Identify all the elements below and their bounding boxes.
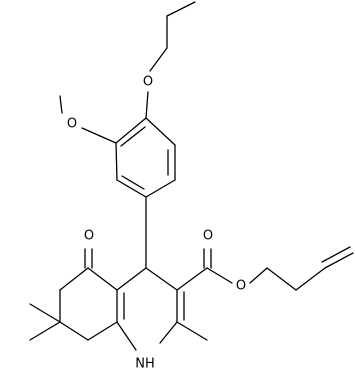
bond-c7-c8 (59, 321, 89, 341)
atom-label-carbonyl-oxygen: O (203, 229, 213, 244)
bond-propoxy-o-ring (145, 91, 149, 119)
bond-benzene-6 (115, 117, 147, 144)
bond-benzene-inner-3 (121, 175, 145, 190)
bond-benzene-4 (116, 179, 147, 198)
bond-layer (29, 1, 354, 351)
bond-n1-c8a (116, 321, 137, 351)
atom-label-layer: O O O O O NH (65, 74, 248, 372)
atom-label-ketone-oxygen: O (84, 229, 94, 244)
bond-allyl-vinyl-1 (324, 252, 354, 269)
bond-ester-c-o (206, 267, 233, 284)
bond-benzene-inner-1 (120, 126, 146, 147)
bond-c3-ester-c (176, 267, 208, 291)
bond-benzene-3 (145, 179, 176, 198)
atom-label-propoxy-oxygen: O (143, 75, 153, 90)
bond-c4a-c5 (87, 267, 118, 291)
bond-ester-o-ch2 (249, 267, 268, 284)
bond-allyl-1 (266, 267, 297, 291)
atom-label-methoxy-oxygen: O (67, 117, 77, 132)
bond-c2-methyl (176, 321, 208, 341)
bond-c5-c6 (59, 267, 89, 291)
bond-methoxy-o-ring (81, 127, 117, 144)
atom-label-ester-oxygen: O (236, 279, 246, 294)
atom-label-ring-nitrogen: NH (135, 357, 155, 372)
bond-c4-c3 (145, 267, 178, 291)
bond-propyl-1 (166, 1, 196, 17)
bond-c8-c8a (87, 321, 118, 341)
bond-propyl-3 (149, 47, 168, 72)
bond-allyl-vinyl-2 (321, 246, 351, 263)
bond-c2-n1 (159, 321, 178, 344)
bond-c4a-c4 (116, 267, 147, 291)
bond-allyl-2 (295, 267, 326, 291)
bond-benzene-5 (115, 142, 118, 181)
bond-methoxy-methyl (59, 95, 63, 114)
bond-c7-methyl-b (29, 321, 61, 341)
bond-c7-methyl-a (29, 303, 61, 323)
bond-benzene-1 (145, 117, 176, 146)
